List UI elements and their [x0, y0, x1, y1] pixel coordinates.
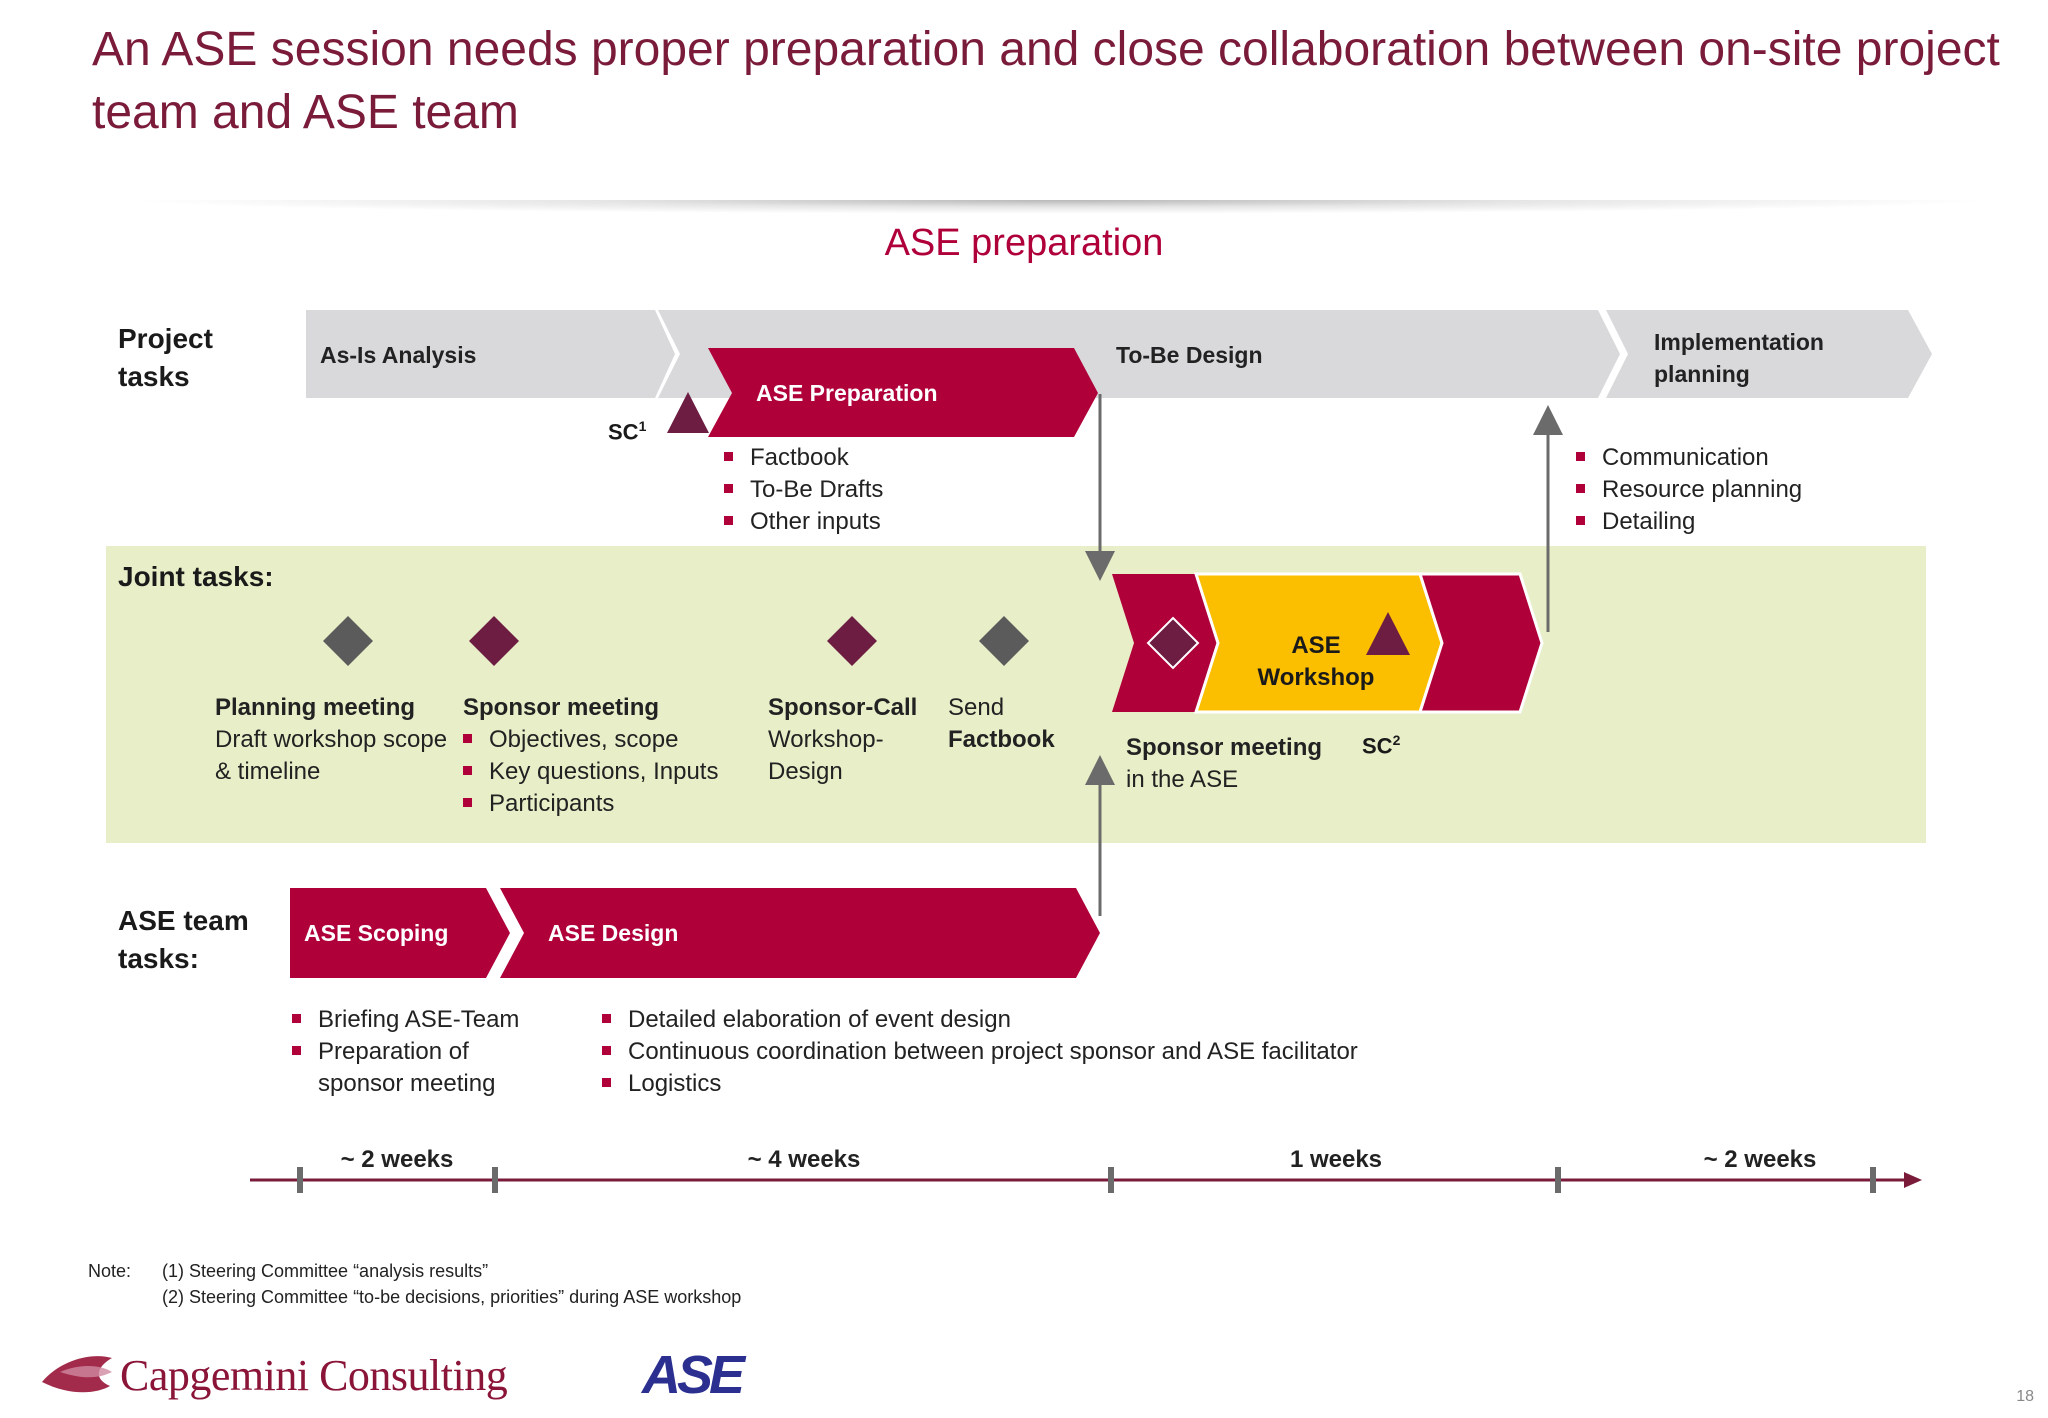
ase-scoping-label: ASE Scoping: [304, 920, 449, 946]
page-number: 18: [2016, 1388, 2034, 1405]
sponsor-meeting-ase-title: Sponsor meeting: [1126, 734, 1323, 761]
timeline-arrowhead: [1904, 1172, 1922, 1188]
sc2-triangle: [1366, 612, 1410, 655]
timeline-tick: [492, 1167, 498, 1193]
row-label-joint-tasks: Joint tasks:: [118, 561, 274, 592]
implementation-bullets: Communication Resource planning Detailin…: [1576, 442, 1802, 538]
sponsor-call-block: Sponsor-Call Workshop-Design: [768, 692, 918, 788]
list-item: Preparation of sponsor meeting: [292, 1036, 522, 1100]
to-be-design-label: To-Be Design: [1116, 342, 1263, 368]
list-item: Logistics: [602, 1068, 1502, 1100]
sponsor-meeting-block: Sponsor meeting Objectives, scope Key qu…: [463, 692, 763, 820]
sc1-triangle: [667, 392, 709, 433]
page-title: An ASE session needs proper preparation …: [92, 23, 2000, 139]
list-item: Objectives, scope: [463, 724, 763, 756]
timeline-tick: [1870, 1167, 1876, 1193]
send-text: Send: [948, 694, 1005, 721]
ase-scoping-chevron: [290, 888, 510, 978]
timeline-label: ~ 2 weeks: [340, 1146, 454, 1173]
planning-meeting-text: Draft workshop scope & timeline: [215, 726, 448, 785]
sponsor-call-text: Workshop-Design: [768, 726, 884, 785]
list-item: Detailing: [1576, 506, 1802, 538]
timeline-label: ~ 2 weeks: [1703, 1146, 1817, 1173]
ase-preparation-bullets: Factbook To-Be Drafts Other inputs: [724, 442, 883, 538]
ase-logo: ASE: [642, 1345, 745, 1405]
timeline-tick: [297, 1167, 303, 1193]
sponsor-meeting-diamond: [469, 616, 519, 666]
as-is-analysis-chevron: [306, 310, 675, 398]
capgemini-spade-shadow: [60, 1366, 112, 1378]
implementation-planning-chevron: [1606, 310, 1932, 398]
capgemini-logo: Capgemini Consulting: [120, 1351, 508, 1400]
send-factbook-text: Factbook: [948, 726, 1055, 753]
send-factbook-diamond: [979, 616, 1029, 666]
list-item: Continuous coordination between project …: [602, 1036, 1502, 1068]
ase-design-label: ASE Design: [548, 920, 679, 946]
sponsor-call-title: Sponsor-Call: [768, 694, 918, 721]
implementation-planning-label: Implementation planning: [1654, 329, 1824, 387]
section-title: ASE preparation: [884, 222, 1164, 264]
sc2-label: SC2: [1362, 732, 1401, 759]
ase-scoping-bullets: Briefing ASE-Team Preparation of sponsor…: [292, 1004, 522, 1100]
ase-design-bullets: Detailed elaboration of event design Con…: [602, 1004, 1502, 1100]
list-item: Other inputs: [724, 506, 883, 538]
note-line: (1) Steering Committee “analysis results…: [162, 1261, 489, 1281]
sc1-label: SC1: [608, 418, 647, 445]
ase-workshop-label: ASE Workshop: [1257, 632, 1375, 691]
sponsor-meeting-title: Sponsor meeting: [463, 694, 660, 721]
sponsor-meeting-ase-text: in the ASE: [1126, 766, 1239, 793]
ase-preparation-label: ASE Preparation: [756, 380, 938, 406]
planning-meeting-diamond: [323, 616, 373, 666]
list-item: Resource planning: [1576, 474, 1802, 506]
sponsor-ase-diamond: [1146, 616, 1200, 670]
send-factbook-block: Send Factbook: [948, 692, 1088, 756]
note-label: Note:: [88, 1261, 132, 1281]
planning-meeting-title: Planning meeting: [215, 694, 416, 721]
timeline-tick: [1108, 1167, 1114, 1193]
list-item: Factbook: [724, 442, 883, 474]
timeline-tick: [1555, 1167, 1561, 1193]
list-item: Briefing ASE-Team: [292, 1004, 522, 1036]
timeline-label: 1 weeks: [1289, 1146, 1383, 1173]
joint-tasks-band: [106, 546, 1926, 843]
sponsor-meeting-bullets: Objectives, scope Key questions, Inputs …: [463, 724, 763, 820]
note-lines: (1) Steering Committee “analysis results…: [162, 1258, 741, 1310]
sponsor-meeting-ase-block: Sponsor meeting in the ASE: [1126, 732, 1346, 796]
ase-preparation-chevron: [708, 348, 1098, 437]
row-label-project-tasks: Project tasks: [118, 323, 213, 392]
list-item: To-Be Drafts: [724, 474, 883, 506]
ase-design-chevron: [500, 888, 1100, 978]
list-item: Key questions, Inputs: [463, 756, 763, 788]
list-item: Detailed elaboration of event design: [602, 1004, 1502, 1036]
timeline-label: ~ 4 weeks: [747, 1146, 861, 1173]
list-item: Participants: [463, 788, 763, 820]
row-label-ase-team-tasks: ASE team tasks:: [118, 905, 249, 974]
note-line: (2) Steering Committee “to-be decisions,…: [162, 1287, 742, 1307]
divider-shadow: [120, 200, 2000, 214]
as-is-analysis-label: As-Is Analysis: [320, 342, 477, 368]
planning-meeting-block: Planning meeting Draft workshop scope & …: [215, 692, 455, 788]
list-item: Communication: [1576, 442, 1802, 474]
sponsor-call-diamond: [827, 616, 877, 666]
workshop-end-chevron: [1417, 572, 1544, 714]
